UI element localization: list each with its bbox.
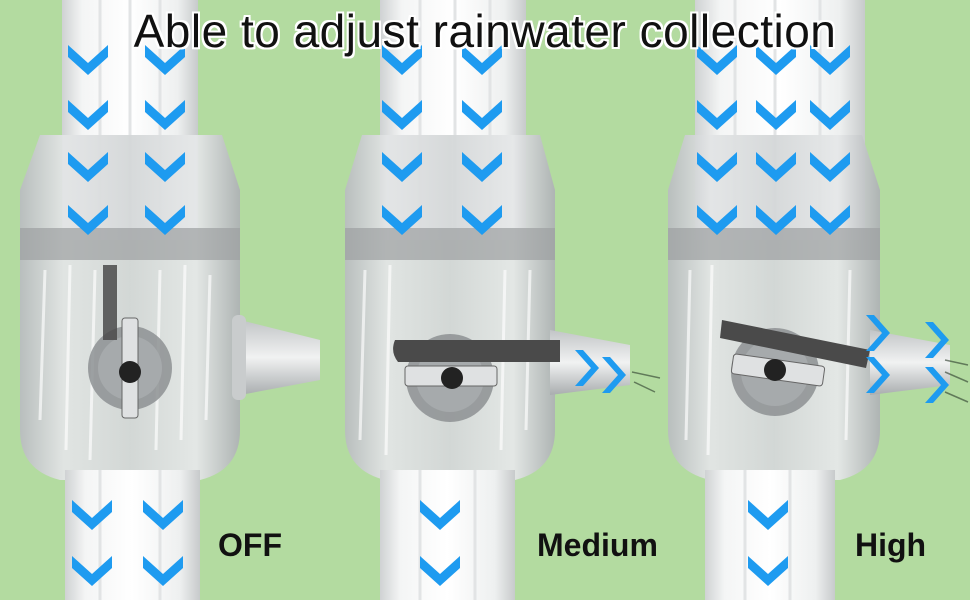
panel-off: [20, 0, 320, 600]
label-high: High: [855, 527, 927, 563]
label-off: OFF: [218, 527, 282, 563]
page-title: Able to adjust rainwater collection: [133, 5, 837, 57]
panel-high: [668, 0, 969, 600]
label-medium: Medium: [537, 527, 658, 563]
panel-medium: [345, 0, 661, 600]
